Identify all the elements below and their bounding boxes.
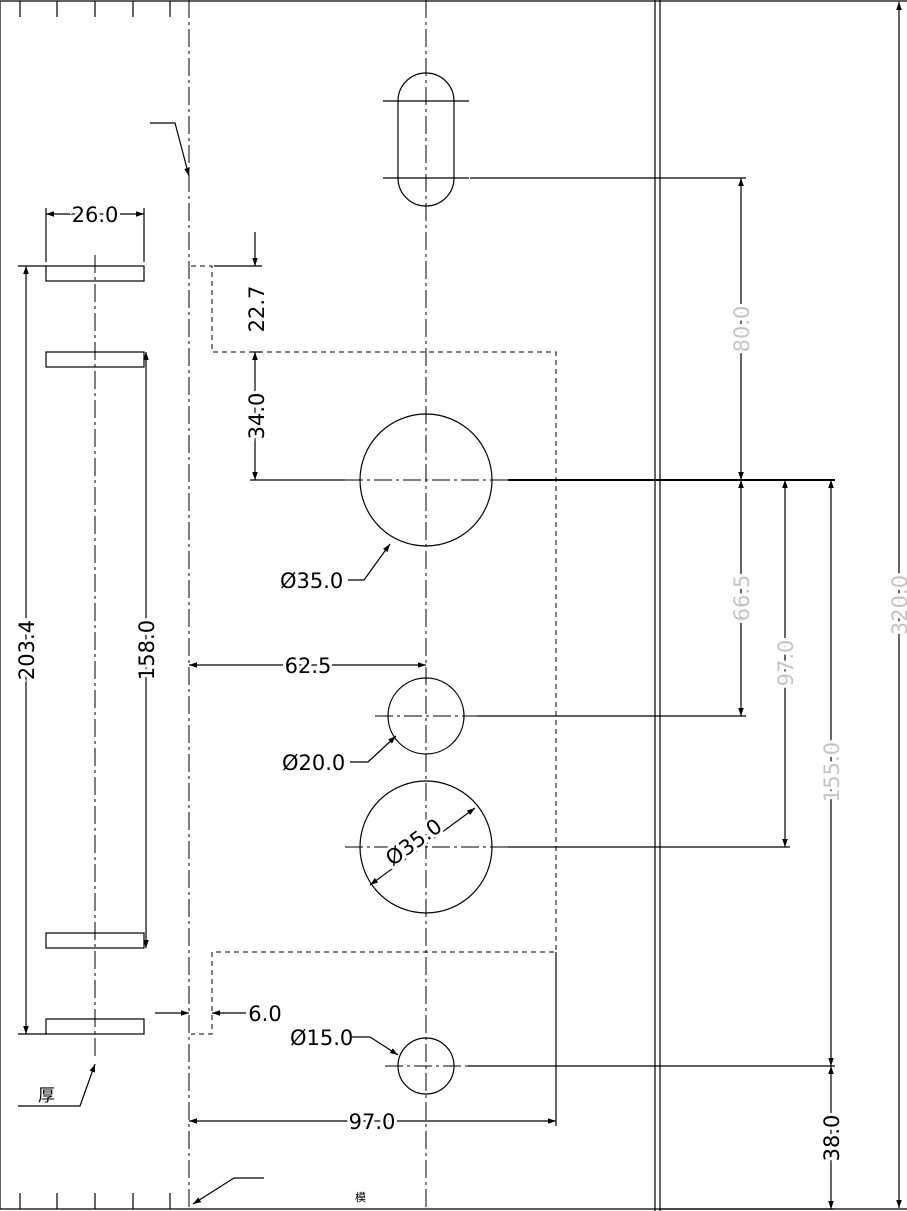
dia-bottom: Ø15.0	[290, 1026, 353, 1050]
center-lines	[94, 0, 427, 1211]
dim-edge-gap: 6.0	[248, 1002, 281, 1026]
dim-width-total: 97.0	[349, 1110, 396, 1134]
dim-first-hole: 34.0	[245, 393, 269, 440]
dim-slot-width: 26.0	[72, 203, 119, 227]
dim-lines-right	[738, 2, 902, 1209]
dim-hole-pitch-1: 66.5	[730, 575, 754, 622]
dim-slot-to-hole: 80.0	[730, 306, 754, 353]
dimension-labels: 26.0 203.4 158.0 22.7 34.0 62.5 6.0 97.0…	[12, 200, 907, 1204]
extension-lines	[468, 177, 835, 1210]
dim-lines-left	[18, 208, 557, 1126]
dim-top-offset: 22.7	[245, 286, 269, 333]
slot-hole	[383, 72, 469, 207]
note-thickness: 厚	[38, 1086, 55, 1106]
dim-hole-offset: 62.5	[285, 654, 332, 678]
dim-bottom-offset: 38.0	[820, 1115, 844, 1162]
note-bottom-mark: 模	[355, 1191, 366, 1204]
dim-inner-span: 158.0	[135, 620, 159, 680]
leaders	[18, 122, 476, 1205]
dim-hole-pitch-2: 97.0	[774, 640, 798, 687]
dia-large-top: Ø35.0	[280, 569, 343, 593]
dia-large-low: Ø35.0	[381, 814, 446, 871]
round-holes	[345, 413, 508, 1095]
hidden-outline	[191, 265, 557, 1035]
dim-hole-pitch-3: 155.0	[820, 742, 844, 802]
dim-overall-left: 203.4	[15, 620, 39, 680]
dia-small-mid: Ø20.0	[282, 751, 345, 775]
dim-overall-height: 320.0	[888, 575, 907, 635]
